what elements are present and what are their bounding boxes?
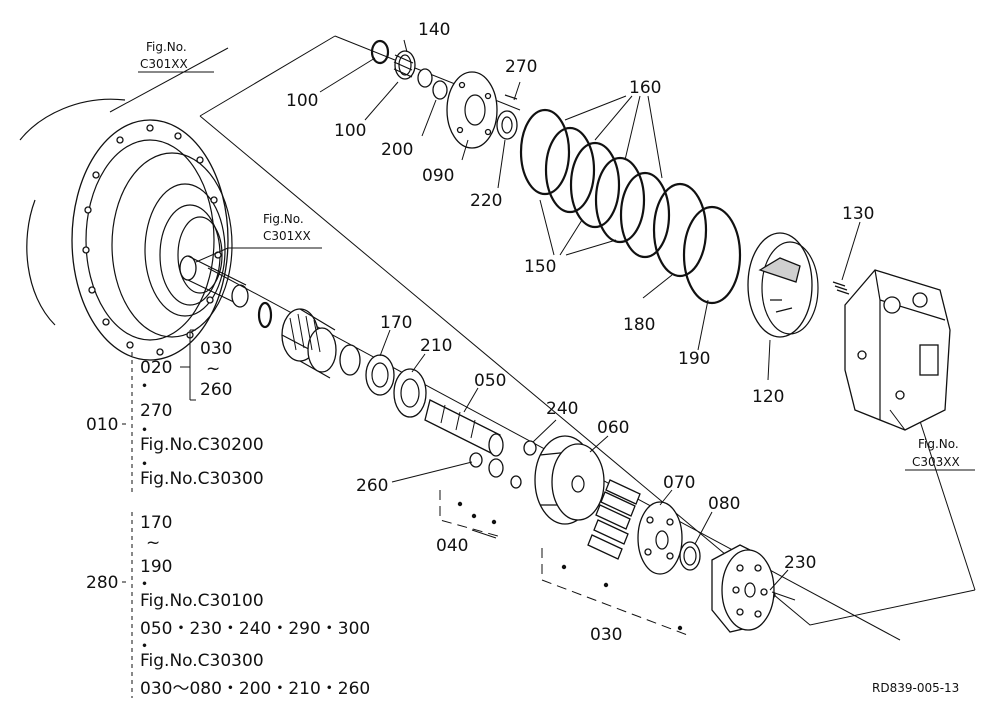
label-170: 170 xyxy=(380,313,412,333)
label-180: 180 xyxy=(623,315,655,335)
label-100-a: 100 xyxy=(286,91,318,111)
ref-c303: Fig.No. C303XX xyxy=(905,437,975,471)
pistons xyxy=(587,479,641,560)
spring-130 xyxy=(832,281,850,295)
label-210: 210 xyxy=(420,336,452,356)
legend-280: 280 170 ~ 190 ・ Fig.No.C30100 050・230・24… xyxy=(86,512,370,699)
legend-280-list2: 030～080・200・210・260 xyxy=(140,679,370,699)
label-220: 220 xyxy=(470,191,502,211)
housing-bolt-holes xyxy=(82,124,222,356)
legend-010-fig2: Fig.No.C30300 xyxy=(140,469,264,489)
ref-c301-mid: Fig.No. C301XX xyxy=(228,212,322,249)
label-150: 150 xyxy=(524,257,556,277)
legend-280-dot2: ・ xyxy=(136,637,153,657)
group-040-bracket xyxy=(439,490,499,537)
label-140: 140 xyxy=(418,20,450,40)
ref-c301-top: Fig.No. C301XX xyxy=(138,40,214,73)
seal-170 xyxy=(339,344,361,376)
label-160: 160 xyxy=(629,78,661,98)
legend-010: 010 020 030 ~ 260 ・ 270 ・ Fig.No.C30200 … xyxy=(86,329,264,494)
exploded-frame xyxy=(199,35,976,626)
legend-010-code: 010 xyxy=(86,415,118,435)
legend-010-dot3: ・ xyxy=(136,455,153,475)
ref-c301-mid-line1: Fig.No. xyxy=(263,212,304,226)
label-240: 240 xyxy=(546,399,578,419)
label-030: 030 xyxy=(590,625,622,645)
legend-010-fig1: Fig.No.C30200 xyxy=(140,435,264,455)
bearing-210 xyxy=(393,368,427,418)
callout-labels: 140 100 100 200 090 270 220 160 150 180 … xyxy=(286,20,874,645)
label-130: 130 xyxy=(842,204,874,224)
spline-coupling xyxy=(281,308,337,379)
leader-lines xyxy=(109,39,906,591)
label-070: 070 xyxy=(663,473,695,493)
label-190: 190 xyxy=(678,349,710,369)
label-080: 080 xyxy=(708,494,740,514)
label-050: 050 xyxy=(474,371,506,391)
brake-discs xyxy=(519,108,742,305)
parts-260-group xyxy=(469,440,537,489)
shaft-050 xyxy=(424,399,504,457)
bearing-170 xyxy=(365,354,395,396)
ref-c301-mid-line2: C301XX xyxy=(263,229,311,243)
motor-housing xyxy=(19,98,233,361)
label-100-b: 100 xyxy=(334,121,366,141)
legend-010-030: 030 xyxy=(200,339,232,359)
ref-c301-top-line1: Fig.No. xyxy=(146,40,187,54)
label-060: 060 xyxy=(597,418,629,438)
snap-ring xyxy=(257,301,273,329)
ref-c301-top-line2: C301XX xyxy=(140,57,188,71)
legend-280-fig1: Fig.No.C30100 xyxy=(140,591,264,611)
brake-piston-120 xyxy=(747,232,819,338)
legend-280-dot1: ・ xyxy=(136,575,153,595)
label-230: 230 xyxy=(784,553,816,573)
legend-010-270: 270 xyxy=(140,401,172,421)
legend-280-list1: 050・230・240・290・300 xyxy=(140,619,370,639)
ball-guide-080 xyxy=(679,541,701,571)
label-270: 270 xyxy=(505,57,537,77)
valve-cover xyxy=(844,269,951,431)
group-030-bracket xyxy=(541,548,691,637)
swash-plate-060 xyxy=(534,435,605,525)
label-040: 040 xyxy=(436,536,468,556)
plate-090 xyxy=(446,71,498,149)
legend-010-020: 020 xyxy=(140,358,172,378)
ref-c303-line1: Fig.No. xyxy=(918,437,959,451)
label-260: 260 xyxy=(356,476,388,496)
legend-010-260: 260 xyxy=(200,380,232,400)
legend-280-fig2: Fig.No.C30300 xyxy=(140,651,264,671)
legend-010-tilde: ~ xyxy=(206,359,220,379)
cylinder-block-230 xyxy=(711,544,796,633)
drawing-code: RD839-005-13 xyxy=(872,681,959,695)
bearing-220 xyxy=(496,94,518,140)
retainer-070 xyxy=(637,501,683,575)
legend-010-dot1: ・ xyxy=(136,377,153,397)
label-200: 200 xyxy=(381,140,413,160)
legend-280-tilde: ~ xyxy=(146,533,160,553)
legend-280-170: 170 xyxy=(140,513,172,533)
spline-shaft-stub xyxy=(179,255,249,308)
legend-280-190: 190 xyxy=(140,557,172,577)
label-120: 120 xyxy=(752,387,784,407)
legend-010-dot2: ・ xyxy=(136,421,153,441)
ref-c303-line2: C303XX xyxy=(912,455,960,469)
upper-seals xyxy=(370,39,448,100)
label-090: 090 xyxy=(422,166,454,186)
legend-280-code: 280 xyxy=(86,573,118,593)
